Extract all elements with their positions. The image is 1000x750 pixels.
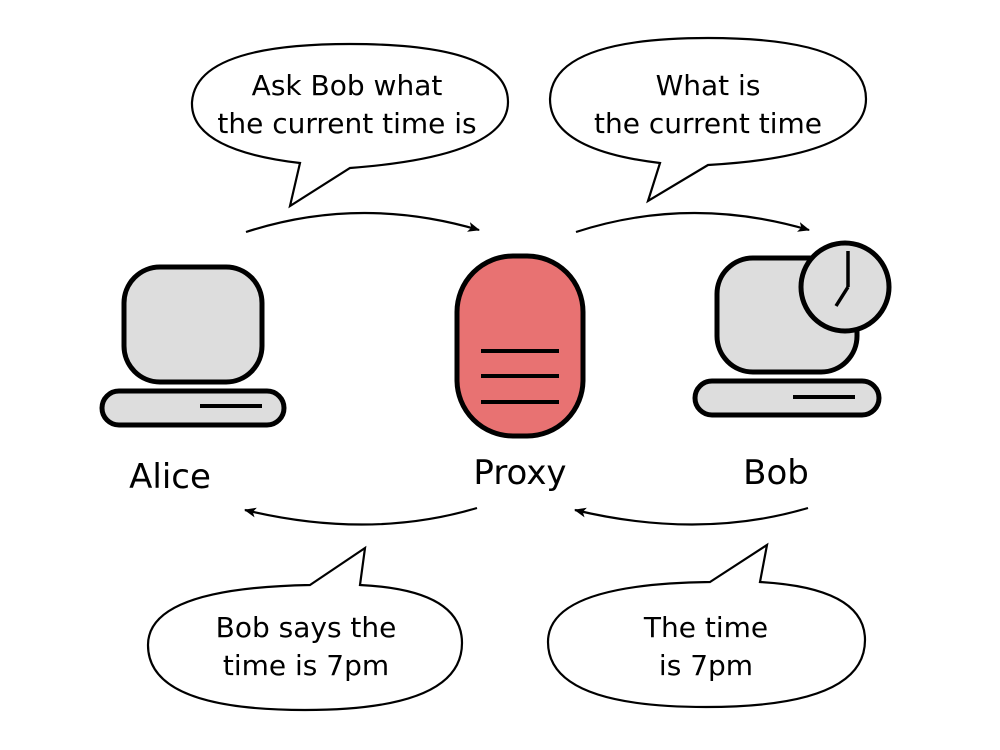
- computer-icon: [99, 264, 287, 428]
- alice-monitor: [121, 264, 265, 385]
- arrow-proxy-to-alice: [244, 506, 478, 526]
- speech-bubble-proxy-to-bob: What is the current time: [548, 36, 868, 204]
- node-label-alice: Alice: [129, 457, 211, 497]
- arrow-alice-to-proxy: [245, 211, 480, 234]
- bob-base: [692, 378, 882, 418]
- bubble-line-1: Ask Bob what: [252, 69, 443, 102]
- clock-face: [798, 240, 892, 334]
- clock-hand-short: [834, 286, 850, 307]
- arrow-proxy-to-bob: [575, 211, 810, 234]
- speech-bubble-bob-to-proxy: The time is 7pm: [546, 542, 867, 709]
- alice-base: [99, 388, 287, 428]
- speech-bubble-alice-to-proxy: Ask Bob what the current time is: [190, 42, 510, 209]
- bubble-line-1: Bob says the: [216, 611, 397, 644]
- speech-bubble-proxy-to-alice: Bob says the time is 7pm: [146, 545, 464, 712]
- server-icon: [454, 253, 586, 439]
- proxy-body: [454, 253, 586, 439]
- bubble-line-2: the current time: [594, 107, 822, 140]
- bubble-line-2: time is 7pm: [223, 649, 389, 682]
- computer-with-clock-icon: [692, 240, 892, 418]
- bubble-line-1: What is: [656, 69, 761, 102]
- node-label-bob: Bob: [743, 453, 809, 493]
- node-label-proxy: Proxy: [473, 453, 566, 493]
- bubble-line-2: is 7pm: [659, 649, 753, 682]
- clock-icon: [798, 240, 892, 334]
- bubble-line-2: the current time is: [217, 107, 476, 140]
- bubble-line-1: The time: [643, 611, 768, 644]
- arrow-bob-to-proxy: [574, 506, 809, 526]
